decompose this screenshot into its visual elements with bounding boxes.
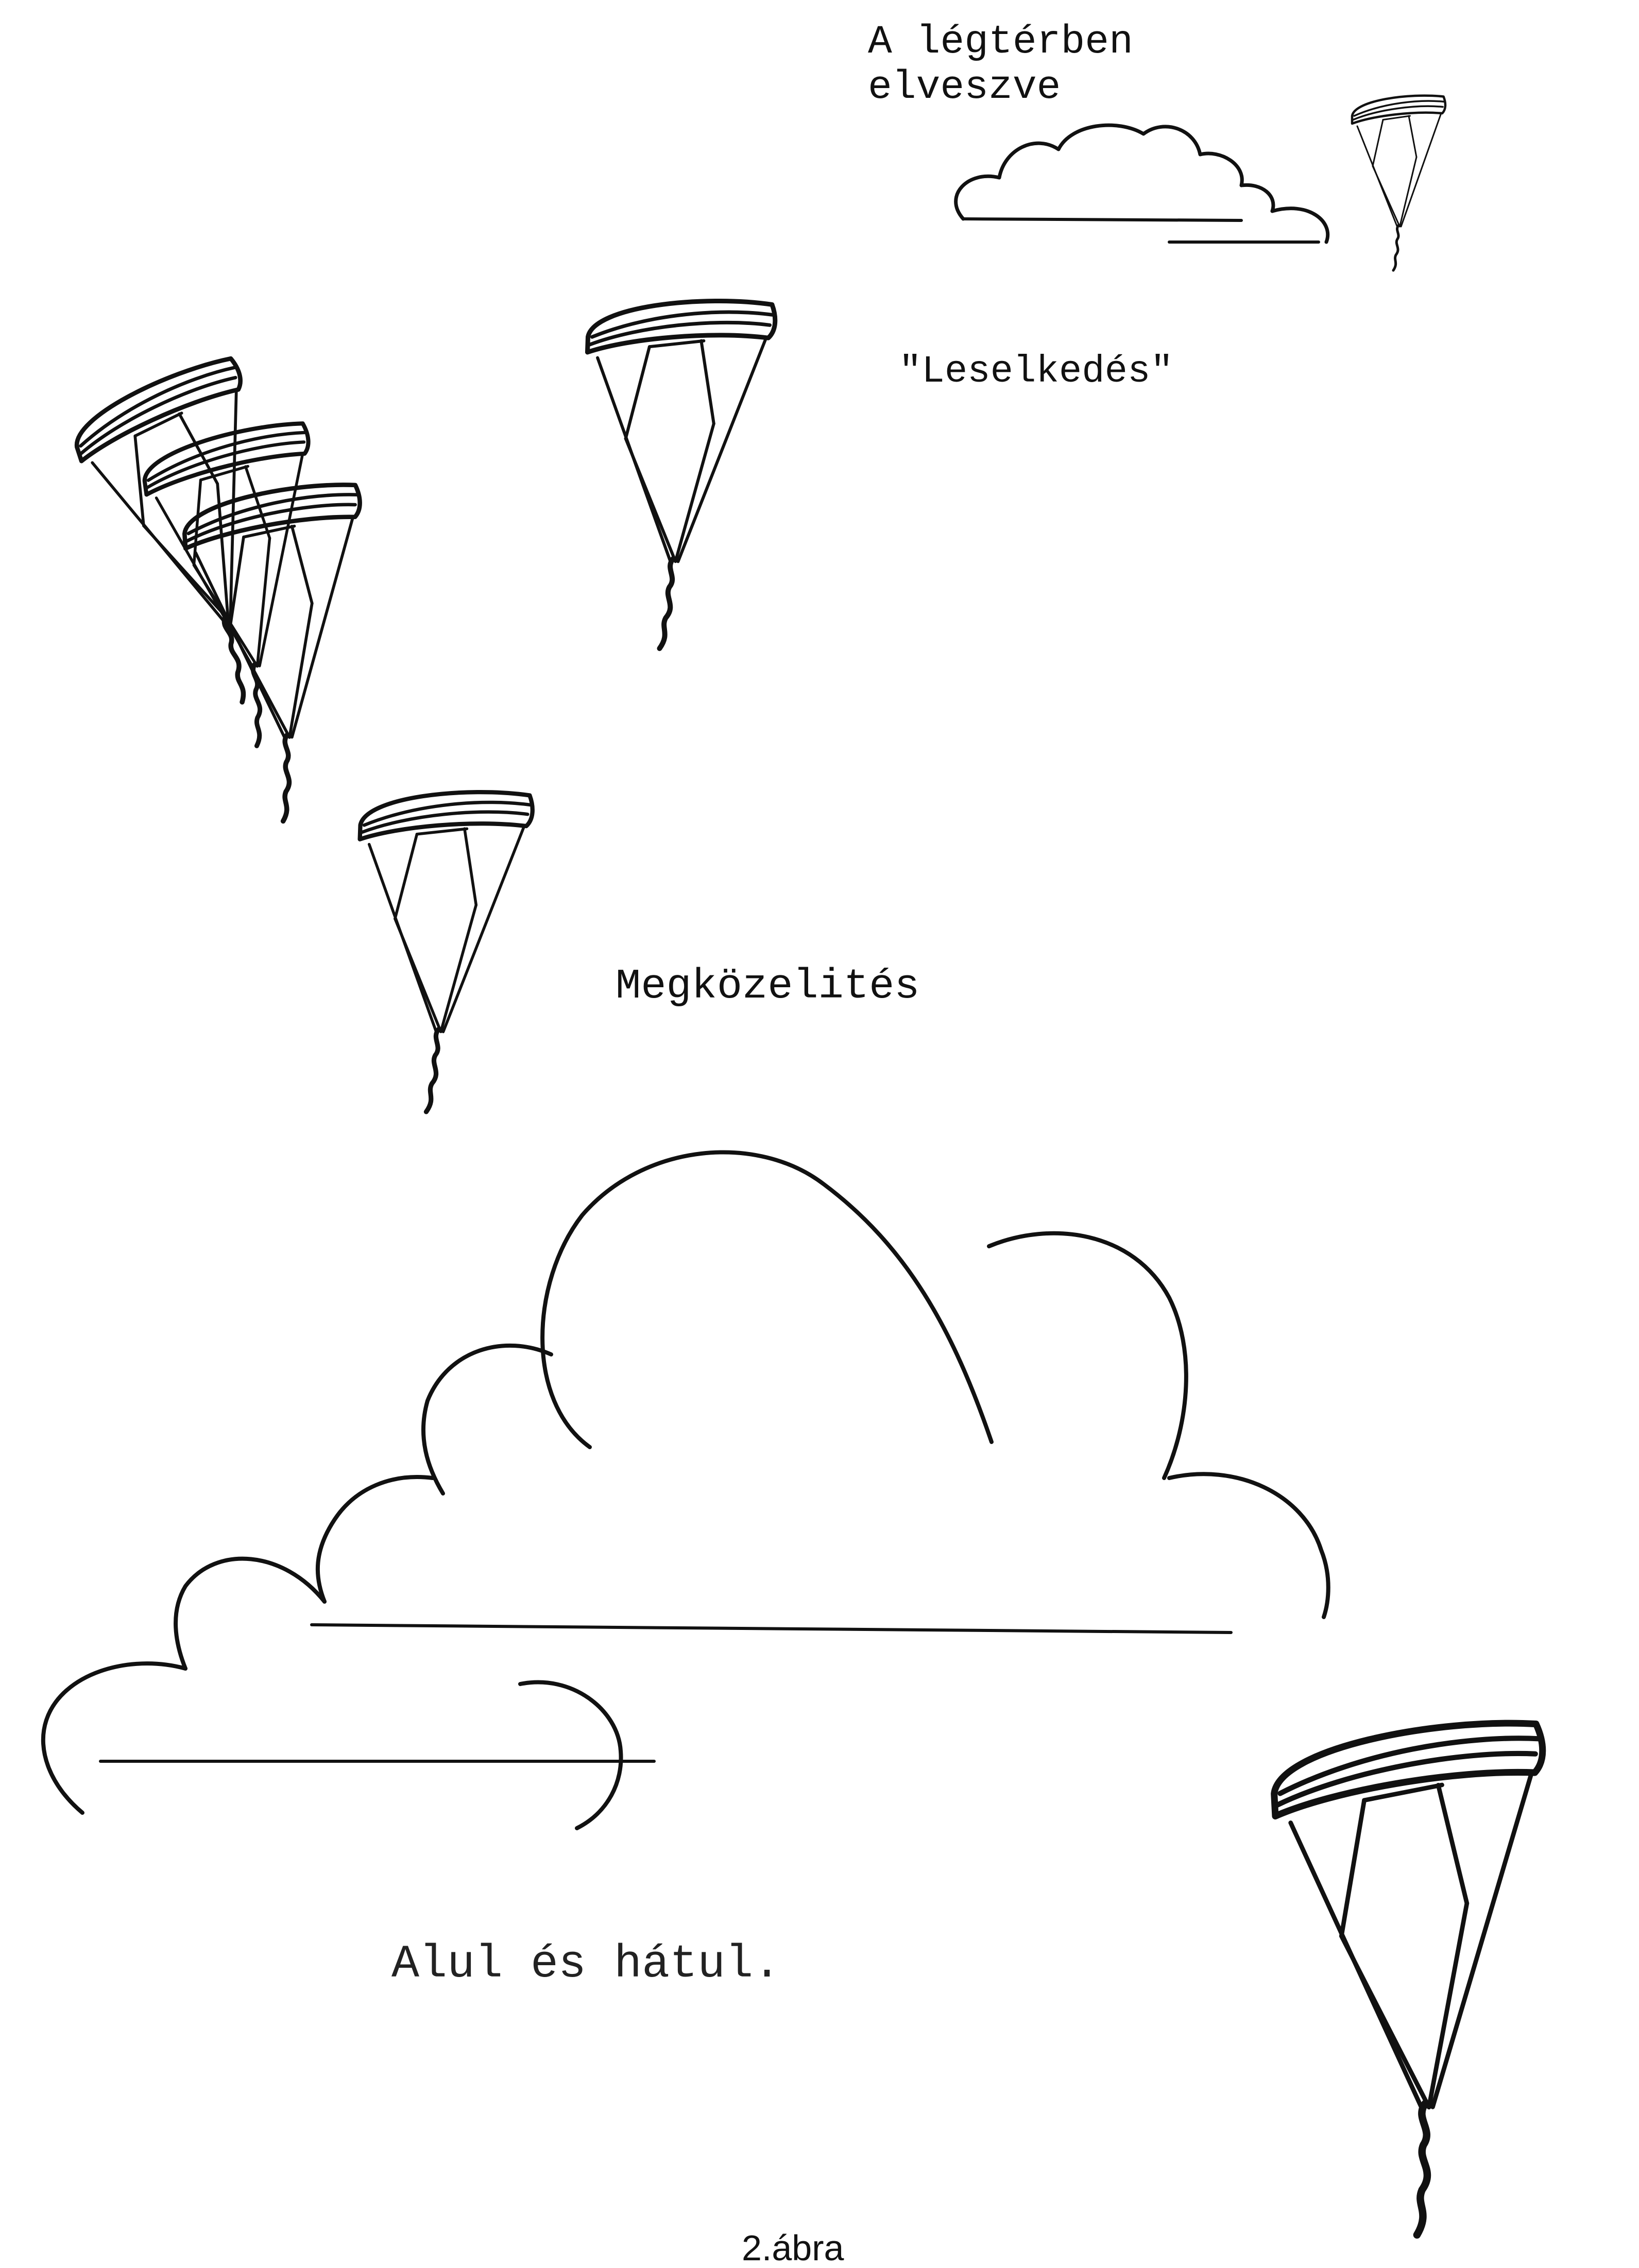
parachute-far bbox=[1352, 96, 1445, 270]
caption-below-behind: Alul és hátul. bbox=[391, 1941, 781, 1988]
caption-approach: Megközelités bbox=[616, 966, 920, 1008]
figure-number: 2.ábra bbox=[742, 2230, 844, 2266]
large-cloud bbox=[43, 1153, 1328, 1829]
small-cloud bbox=[956, 125, 1328, 242]
caption-lost-line1: A légtérben bbox=[868, 20, 1133, 65]
parachute-approach bbox=[350, 788, 533, 1115]
parachute-formation-2 bbox=[140, 421, 350, 756]
parachute-below-behind bbox=[1271, 1721, 1568, 2241]
caption-lost-line2: elveszve bbox=[868, 65, 1133, 110]
caption-spying: "Leselkedés" bbox=[899, 353, 1173, 391]
parachute-formation-3 bbox=[182, 483, 382, 827]
parachute-spying bbox=[577, 296, 776, 652]
caption-lost-in-airspace: A légtérben elveszve bbox=[868, 20, 1133, 110]
